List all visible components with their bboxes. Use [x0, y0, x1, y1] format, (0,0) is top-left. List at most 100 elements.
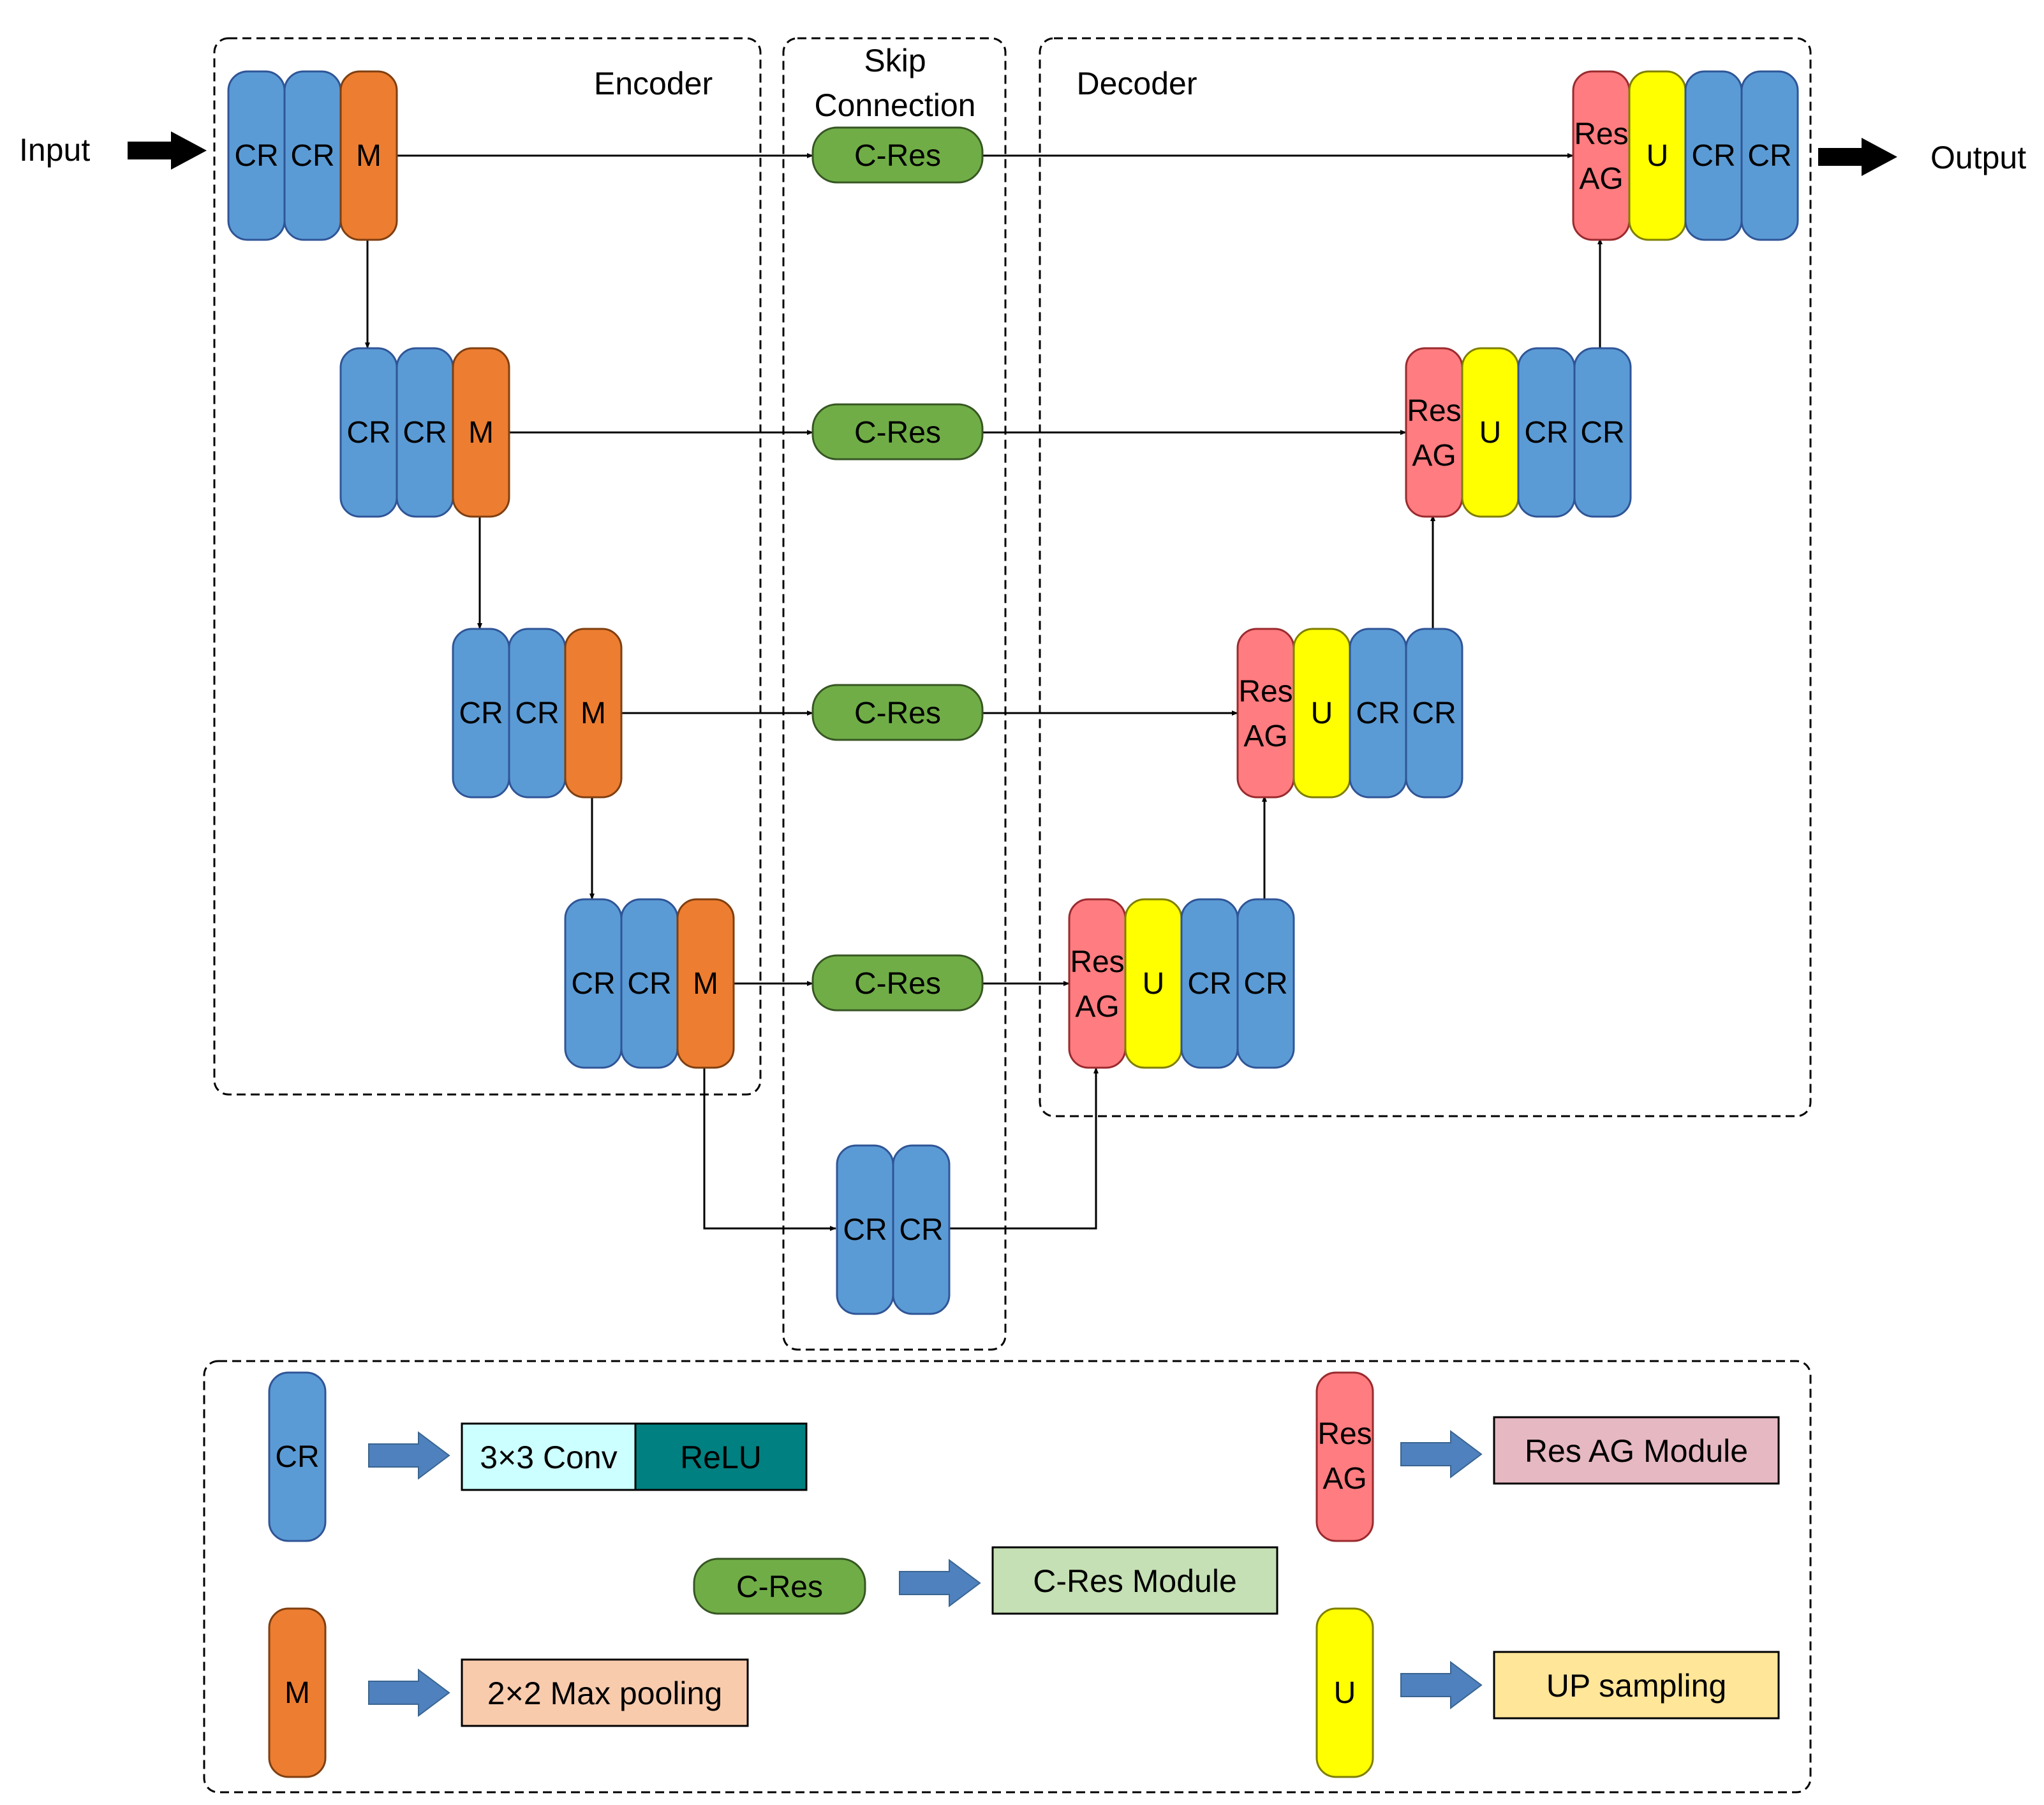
skip-cres-3: C-Res [811, 684, 984, 741]
arrow-bottleneck-dec4 [947, 1067, 1099, 1230]
resag-label-line2: AG [1412, 439, 1456, 473]
decoder-stage-2: Res AG U CR CR [1405, 347, 1632, 518]
cres-block [811, 403, 984, 460]
encoder-stage-2: CR CR M [339, 347, 510, 518]
cr-label: CR [1691, 139, 1735, 173]
cr-block [1236, 898, 1295, 1069]
cr-label: CR [899, 1213, 943, 1247]
encoder-stage-1: CR CR M [227, 70, 398, 241]
legend-resag-label-line2: AG [1322, 1462, 1366, 1496]
u-label: U [1143, 967, 1165, 1001]
decoder-label: Decoder [1077, 66, 1197, 101]
encoder-label: Encoder [594, 66, 713, 101]
bottleneck: CR CR [836, 1144, 951, 1315]
cres-label: C-Res [854, 139, 941, 173]
legend-arrow-icon [1400, 1430, 1483, 1478]
cr-label: CR [843, 1213, 887, 1247]
legend-arrow-icon [368, 1669, 450, 1717]
cr-label: CR [1187, 967, 1231, 1001]
skip-cres-1: C-Res [811, 126, 984, 184]
legend-arrow-icon [1400, 1661, 1483, 1709]
legend-m-block [268, 1607, 327, 1778]
resag-block [1236, 628, 1295, 799]
maxpool-block [452, 347, 510, 518]
input-label: Input [19, 132, 90, 168]
legend-cr-block [268, 1371, 327, 1542]
legend-resag-box [1493, 1416, 1780, 1485]
output-label: Output [1930, 140, 2026, 175]
legend: CR 3×3 Conv ReLU M 2×2 Max pooling C-Res… [268, 1371, 1780, 1778]
maxpool-block [676, 898, 735, 1069]
cres-block [811, 954, 984, 1012]
legend-relu-box [634, 1422, 808, 1491]
cr-label: CR [1356, 696, 1400, 730]
decoder-stage-3: Res AG U CR CR [1236, 628, 1463, 799]
cres-label: C-Res [854, 967, 941, 1001]
legend-u-block [1315, 1607, 1374, 1778]
cr-label: CR [1243, 967, 1287, 1001]
input-arrow-icon [128, 131, 207, 170]
legend-resag-label-line1: Res [1317, 1417, 1372, 1451]
cres-label: C-Res [854, 416, 941, 450]
resag-block [1572, 70, 1631, 241]
resag-label-line2: AG [1075, 990, 1119, 1024]
legend-arrow-icon [368, 1431, 450, 1480]
legend-frame [203, 1360, 1812, 1794]
cres-label: C-Res [854, 696, 941, 730]
resag-label-line1: Res [1238, 675, 1292, 709]
resag-block [1068, 898, 1127, 1069]
legend-cres-label: C-Res [736, 1570, 823, 1604]
legend-resag-block [1315, 1371, 1374, 1542]
legend-u-label: U [1334, 1676, 1356, 1710]
maxpool-block [564, 628, 623, 799]
cr-label: CR [571, 967, 615, 1001]
cr-label: CR [234, 139, 278, 173]
cr-label: CR [627, 967, 671, 1001]
encoder-stage-4: CR CR M [564, 898, 735, 1069]
legend-maxpool-text: 2×2 Max pooling [487, 1676, 722, 1711]
skip-cres-4: C-Res [811, 954, 984, 1012]
legend-resag-text: Res AG Module [1525, 1433, 1748, 1469]
cres-block [811, 126, 984, 184]
legend-maxpool-box [461, 1658, 749, 1727]
legend-up-text: UP sampling [1546, 1668, 1727, 1704]
legend-cres-box [991, 1546, 1278, 1615]
skip-label-line1: Skip [864, 43, 926, 78]
u-label: U [1479, 416, 1502, 450]
legend-relu-text: ReLU [680, 1440, 762, 1475]
output-arrow-icon [1818, 138, 1897, 176]
cres-block [811, 684, 984, 741]
legend-up-box [1493, 1651, 1780, 1720]
skip-cres-2: C-Res [811, 403, 984, 460]
m-label: M [468, 416, 494, 450]
cr-block [1740, 70, 1799, 241]
resag-label-line1: Res [1407, 394, 1461, 428]
resag-label-line1: Res [1070, 945, 1124, 979]
m-label: M [581, 696, 606, 730]
cr-label: CR [1580, 416, 1624, 450]
cr-label: CR [515, 696, 559, 730]
encoder-frame [213, 37, 762, 1096]
legend-arrow-icon [899, 1559, 981, 1607]
legend-cres-text: C-Res Module [1033, 1563, 1237, 1599]
skip-label-line2: Connection [815, 87, 976, 123]
decoder-frame [1039, 37, 1812, 1117]
cr-label: CR [459, 696, 503, 730]
legend-conv-text: 3×3 Conv [480, 1440, 617, 1475]
cr-label: CR [290, 139, 334, 173]
m-label: M [356, 139, 381, 173]
cr-label: CR [1524, 416, 1568, 450]
legend-cr-label: CR [275, 1440, 319, 1474]
cr-label: CR [1747, 139, 1791, 173]
decoder-stage-1: Res AG U CR CR [1572, 70, 1799, 241]
m-label: M [693, 967, 718, 1001]
cr-block [1573, 347, 1632, 518]
cr-label: CR [403, 416, 447, 450]
u-label: U [1311, 696, 1333, 730]
cr-label: CR [1412, 696, 1456, 730]
resag-label-line2: AG [1579, 162, 1623, 196]
legend-m-label: M [285, 1676, 310, 1710]
resag-block [1405, 347, 1463, 518]
